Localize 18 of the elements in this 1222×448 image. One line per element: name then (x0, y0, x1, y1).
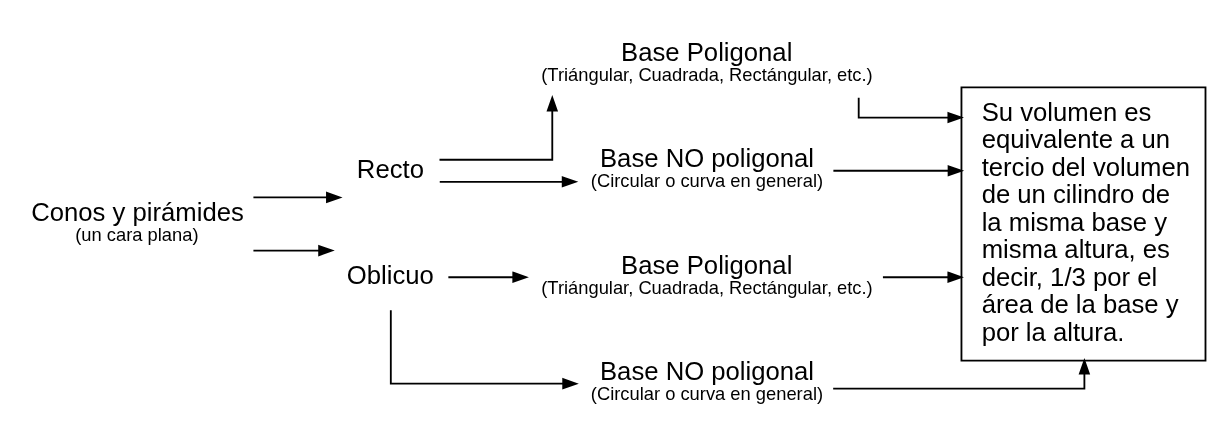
node-box: Su volumen es equivalente a un tercio del volumen de un cilindro de la misma base y misma altura, es decir, 1/3 por el área de la base y por la altura. (960, 86, 1207, 362)
arrow (857, 96, 964, 124)
arrow (832, 165, 965, 177)
arrow (389, 309, 579, 390)
arrow (882, 271, 964, 283)
arrow (438, 94, 559, 161)
arrow (447, 271, 529, 283)
arrow (438, 176, 579, 188)
node-text: Base NO poligonal (Circular o curva en general) (590, 357, 824, 405)
node-text: Base Poligonal (Triángular, Cuadrada, Rectángular, etc.) (541, 38, 873, 85)
arrow (252, 191, 343, 204)
node-text: Conos y pirámides (un cara plana) (31, 197, 244, 245)
node-text: Base Poligonal (Triángular, Cuadrada, Rectángular, etc.) (541, 250, 873, 298)
node-text: Base NO poligonal (Circular o curva en general) (590, 144, 824, 192)
arrow (252, 244, 335, 257)
node-text: Oblicuo (346, 261, 434, 289)
arrow (832, 357, 1091, 390)
node-text: Recto (356, 154, 424, 183)
